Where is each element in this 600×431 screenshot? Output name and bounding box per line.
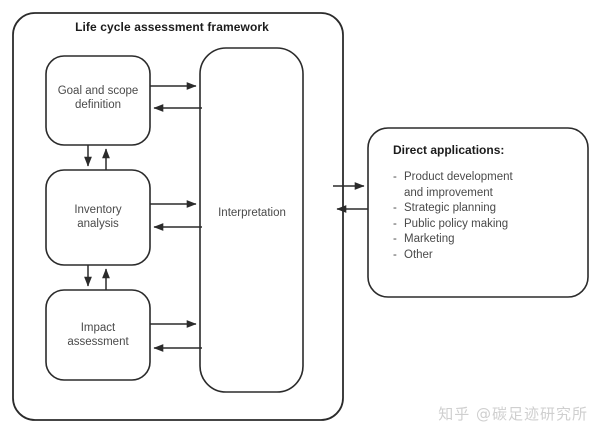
impact-assessment-box[interactable] [45, 289, 151, 381]
interpretation-box[interactable] [199, 47, 304, 393]
direct-applications-content: Direct applications: -Product developmen… [393, 143, 573, 263]
direct-applications-item: -Strategic planning [393, 201, 573, 217]
interpretation-label: Interpretation [218, 207, 286, 219]
direct-applications-item-label: Product development and improvement [404, 171, 513, 199]
direct-applications-item-label: Other [404, 248, 433, 261]
bullet-dash: - [393, 217, 397, 230]
direct-applications-item: -Marketing [393, 232, 573, 248]
goal-and-scope-label: Goal and scope definition [57, 85, 139, 111]
watermark-text: 知乎 @碳足迹研究所 [438, 405, 588, 423]
bullet-dash: - [393, 233, 397, 245]
direct-applications-title: Direct applications: [393, 143, 505, 157]
direct-applications-item-label: Public policy making [404, 217, 509, 230]
direct-applications-item-label: Marketing [404, 233, 455, 245]
inventory-analysis-box[interactable] [45, 169, 151, 266]
framework-title: Life cycle assessment framework [75, 20, 269, 34]
impact-assessment-label: Impact assessment [67, 322, 129, 348]
direct-applications-item: -Public policy making [393, 217, 573, 233]
bullet-dash: - [393, 248, 397, 261]
direct-applications-item: -Other [393, 248, 573, 264]
bullet-dash: - [393, 171, 397, 183]
direct-applications-list: -Product development and improvement-Str… [393, 170, 573, 263]
direct-applications-item: -Product development and improvement [393, 170, 573, 201]
direct-applications-item-label: Strategic planning [404, 202, 497, 214]
goal-and-scope-box[interactable] [45, 55, 151, 146]
direct-applications-box[interactable] [367, 127, 589, 298]
inventory-analysis-label: Inventory analysis [74, 204, 122, 230]
bullet-dash: - [393, 202, 397, 214]
